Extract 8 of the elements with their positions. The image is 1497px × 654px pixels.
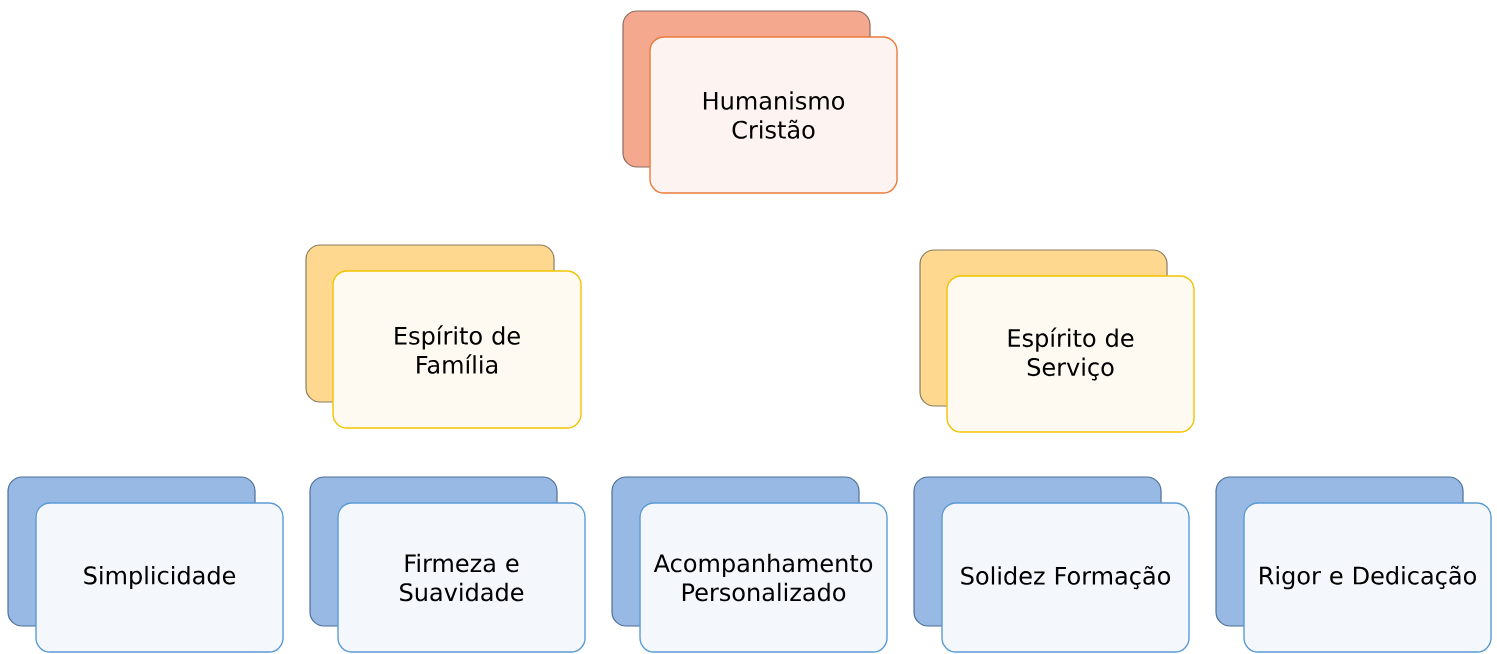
card: Rigor e Dedicação	[1215, 476, 1492, 653]
card: Humanismo Cristão	[622, 10, 898, 194]
card: Solidez Formação	[913, 476, 1190, 653]
card: Espírito de Serviço	[919, 249, 1195, 433]
card: Simplicidade	[7, 476, 284, 653]
card: Firmeza e Suavidade	[309, 476, 586, 653]
card: Acompanhamento Personalizado	[611, 476, 888, 653]
card: Espírito de Família	[305, 244, 582, 429]
